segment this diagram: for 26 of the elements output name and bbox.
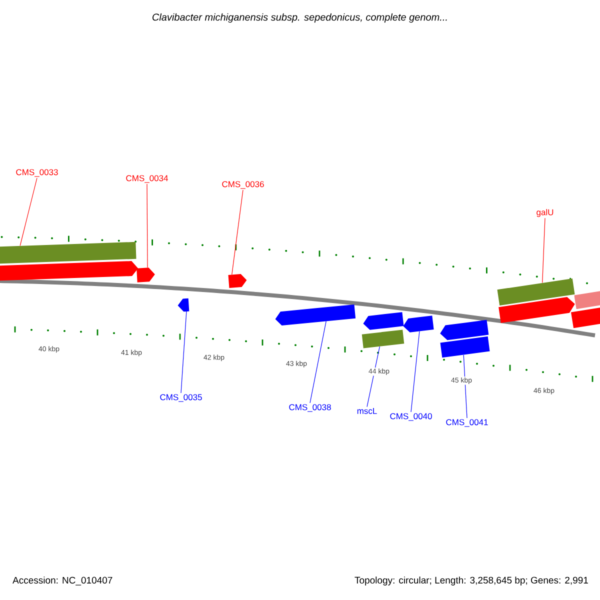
gene-feature <box>497 278 575 306</box>
gene-feature <box>440 336 490 358</box>
gene-feature <box>570 306 600 328</box>
gene-feature <box>228 274 247 288</box>
gene-label: mscL <box>357 408 377 414</box>
gene-feature <box>275 304 356 326</box>
footer-text: Accession: NC_010407 <box>12 576 112 586</box>
gene-label: CMS_0035 <box>160 394 202 402</box>
gene-feature <box>178 298 190 312</box>
gene-feature <box>363 312 404 330</box>
gene-label: CMS_0034 <box>126 175 168 183</box>
gene-label: CMS_0040 <box>390 413 432 421</box>
gene-feature <box>136 268 155 282</box>
gene-feature <box>403 316 434 332</box>
gene-feature <box>574 288 600 310</box>
gene-label: CMS_0041 <box>446 419 488 427</box>
gene-label: CMS_0036 <box>222 181 264 189</box>
gene-feature <box>0 261 138 281</box>
gene-label: CMS_0038 <box>289 404 331 412</box>
gene-feature <box>362 330 404 348</box>
gene-feature <box>0 242 136 264</box>
footer-text: Topology: circular; Length: 3,258,645 bp; Genes: 2,991 <box>354 576 588 586</box>
gene-feature <box>440 320 489 340</box>
gene-label: galU <box>536 209 554 217</box>
gene-label: CMS_0033 <box>16 169 58 177</box>
title: Clavibacter michiganensis subsp. sepedonicus, complete genom... <box>152 13 447 23</box>
